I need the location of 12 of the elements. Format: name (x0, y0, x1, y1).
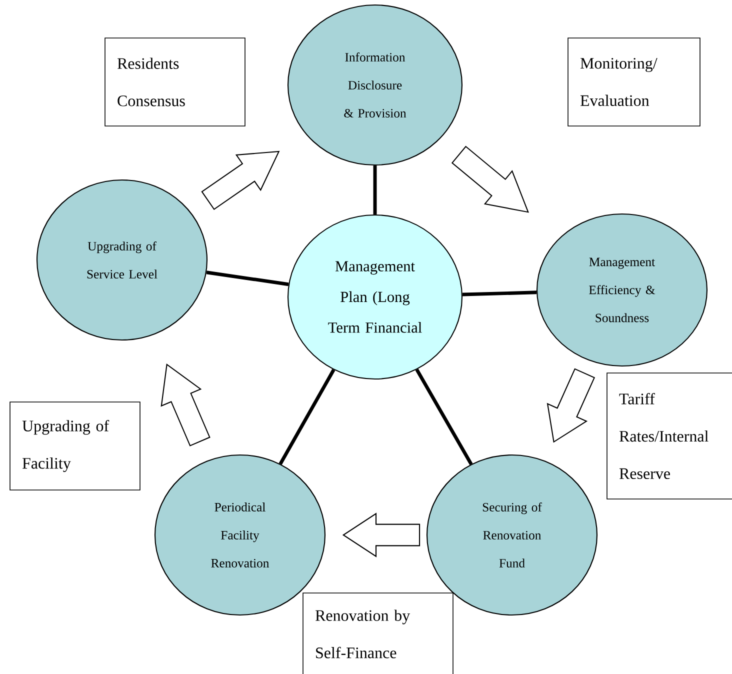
text-box: Monitoring/ Evaluation (568, 38, 700, 126)
text-box: Tariff Rates/Internal Reserve (606, 372, 732, 500)
text-box: Residents Consensus (104, 38, 246, 126)
spoke-line (415, 368, 473, 466)
text-box: Upgrading of Facility (10, 402, 140, 490)
block-arrow (342, 512, 420, 558)
spoke-line (462, 290, 537, 296)
spoke-line (206, 270, 289, 286)
block-arrow (160, 364, 210, 446)
text-box: Renovation by Self-Finance (302, 592, 454, 674)
spoke-line (278, 368, 336, 465)
spoke-line (373, 166, 377, 214)
